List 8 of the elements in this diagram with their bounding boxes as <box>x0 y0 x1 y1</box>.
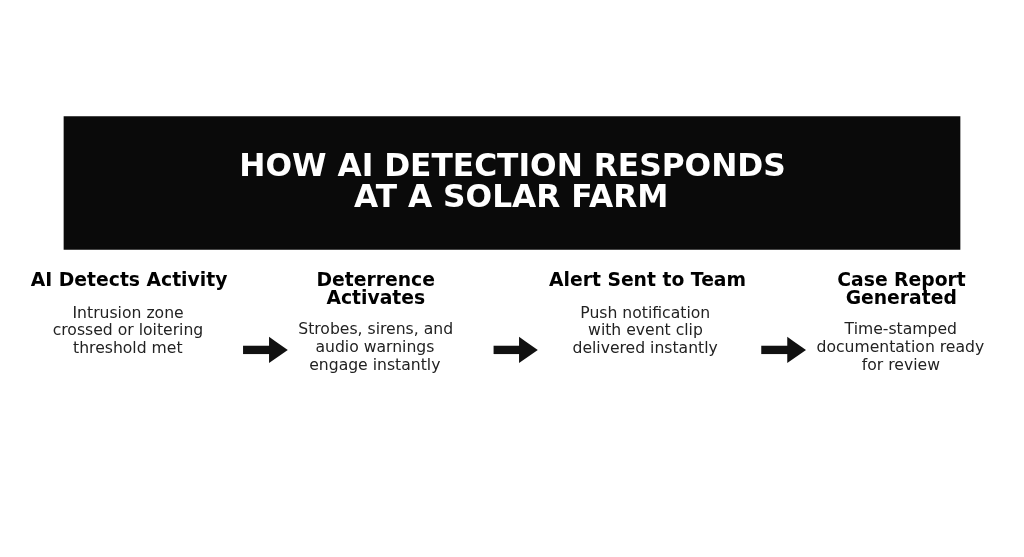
arrow <box>761 336 806 363</box>
node-text: AI Detects Activity Intrusion zone crossed or loitering threshold met <box>30 268 228 357</box>
node-text: Alert Sent to Team Push notification with event clip delivered instantly <box>549 268 747 357</box>
diagram-title: HOW AI DETECTION RESPONDS AT A SOLAR FARM <box>239 146 786 214</box>
arrow <box>493 336 538 363</box>
node-text: Case Report Generated Time-stamped documentation ready for review <box>816 268 985 374</box>
arrow <box>243 336 288 363</box>
node-text: Deterrence Activates Strobes, sirens, and audio warnings engage instantly <box>298 268 454 374</box>
